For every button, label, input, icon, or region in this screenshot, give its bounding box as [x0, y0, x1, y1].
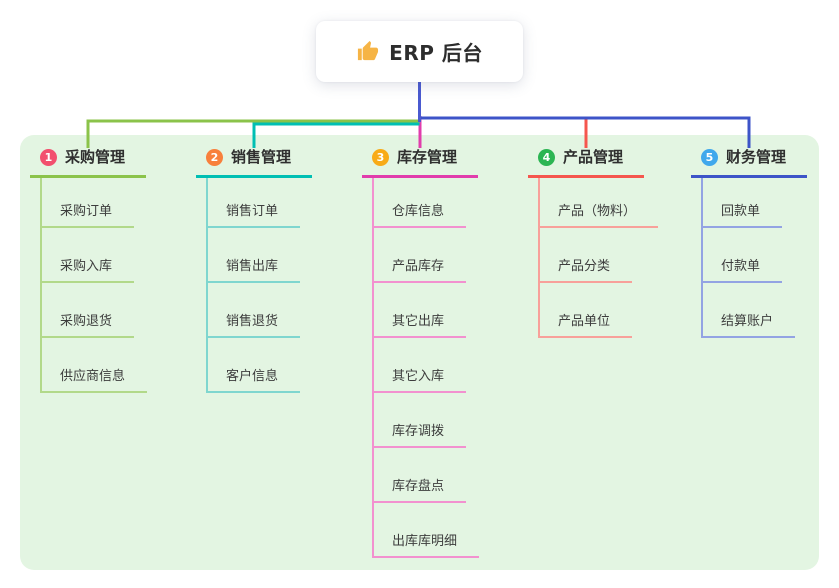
thumbs-up-icon — [356, 40, 379, 63]
child-item[interactable]: 销售退货 — [208, 283, 301, 338]
child-item[interactable]: 采购入库 — [42, 228, 135, 283]
branch-children: 采购订单采购入库采购退货供应商信息 — [40, 178, 148, 393]
child-item[interactable]: 采购退货 — [42, 283, 135, 338]
child-item[interactable]: 产品库存 — [374, 228, 467, 283]
branch-product: 4 产品管理 产品（物料）产品分类产品单位 — [528, 148, 659, 338]
child-item[interactable]: 出库库明细 — [374, 503, 480, 558]
child-item[interactable]: 其它出库 — [374, 283, 467, 338]
child-item[interactable]: 仓库信息 — [374, 178, 467, 228]
branch-number-badge: 2 — [206, 148, 223, 166]
branch-children: 销售订单销售出库销售退货客户信息 — [206, 178, 312, 393]
child-item[interactable]: 回款单 — [703, 178, 783, 228]
branch-header[interactable]: 4 产品管理 — [528, 148, 644, 178]
child-item[interactable]: 产品（物料） — [540, 178, 659, 228]
branches-background-panel — [20, 135, 819, 570]
child-item[interactable]: 其它入库 — [374, 338, 467, 393]
branch-header[interactable]: 1 采购管理 — [30, 148, 146, 178]
branch-children: 产品（物料）产品分类产品单位 — [538, 178, 659, 338]
branch-purchase: 1 采购管理 采购订单采购入库采购退货供应商信息 — [30, 148, 148, 393]
branch-header[interactable]: 3 库存管理 — [362, 148, 478, 178]
branch-sales: 2 销售管理 销售订单销售出库销售退货客户信息 — [196, 148, 312, 393]
branch-header[interactable]: 2 销售管理 — [196, 148, 312, 178]
child-item[interactable]: 客户信息 — [208, 338, 301, 393]
child-item[interactable]: 结算账户 — [703, 283, 796, 338]
child-item[interactable]: 产品单位 — [540, 283, 633, 338]
child-item[interactable]: 库存盘点 — [374, 448, 467, 503]
child-item[interactable]: 供应商信息 — [42, 338, 148, 393]
child-item[interactable]: 采购订单 — [42, 178, 135, 228]
branch-header[interactable]: 5 财务管理 — [691, 148, 807, 178]
child-item[interactable]: 销售出库 — [208, 228, 301, 283]
branch-label: 采购管理 — [65, 148, 126, 166]
branch-finance: 5 财务管理 回款单付款单结算账户 — [691, 148, 807, 338]
branch-inventory: 3 库存管理 仓库信息产品库存其它出库其它入库库存调拨库存盘点出库库明细 — [362, 148, 480, 558]
branch-children: 回款单付款单结算账户 — [701, 178, 807, 338]
branch-label: 产品管理 — [563, 148, 624, 166]
child-item[interactable]: 销售订单 — [208, 178, 301, 228]
root-node[interactable]: ERP 后台 — [316, 21, 523, 82]
branch-label: 库存管理 — [397, 148, 458, 166]
branch-number-badge: 1 — [40, 148, 57, 166]
branch-children: 仓库信息产品库存其它出库其它入库库存调拨库存盘点出库库明细 — [372, 178, 480, 558]
branch-label: 销售管理 — [231, 148, 292, 166]
root-node-label: ERP 后台 — [389, 41, 483, 65]
branch-label: 财务管理 — [726, 148, 787, 166]
child-item[interactable]: 库存调拨 — [374, 393, 467, 448]
branch-number-badge: 5 — [701, 148, 718, 166]
child-item[interactable]: 产品分类 — [540, 228, 633, 283]
child-item[interactable]: 付款单 — [703, 228, 783, 283]
branch-number-badge: 3 — [372, 148, 389, 166]
branch-number-badge: 4 — [538, 148, 555, 166]
